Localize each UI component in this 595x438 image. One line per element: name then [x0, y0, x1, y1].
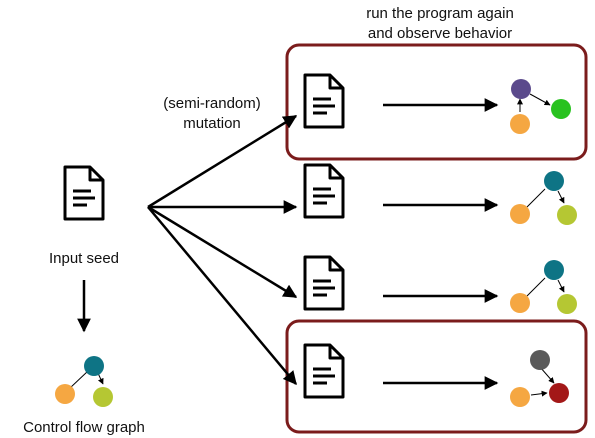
graph-node: [93, 387, 113, 407]
graph-node: [84, 356, 104, 376]
graph-node: [511, 79, 531, 99]
control-flow-graph-label: Control flow graph: [23, 419, 145, 436]
mutation-label-line2: mutation: [183, 115, 241, 132]
input-seed-label: Input seed: [49, 250, 119, 267]
mutation-label-line1: (semi-random): [163, 95, 261, 112]
graph-node: [510, 204, 530, 224]
graph-node: [55, 384, 75, 404]
graph-node: [549, 383, 569, 403]
control-flow-graph-icon: [55, 356, 113, 407]
graph-node: [544, 171, 564, 191]
graph-node: [557, 294, 577, 314]
control-flow-graph-icon: [510, 79, 571, 134]
graph-node: [557, 205, 577, 225]
graph-node: [551, 99, 571, 119]
document-icon: [303, 73, 345, 129]
document-icon: [303, 343, 345, 399]
graph-node: [510, 293, 530, 313]
highlight-box-top: [285, 43, 588, 161]
control-flow-graph-icon: [510, 350, 569, 407]
graph-node: [544, 260, 564, 280]
mutation-arrow-4: [147, 206, 297, 386]
run-again-label-line2: and observe behavior: [368, 25, 512, 42]
run-again-label-line1: run the program again: [366, 5, 514, 22]
mutation-arrow-3: [147, 205, 298, 299]
mutation-arrow-1: [147, 114, 298, 209]
control-flow-graph-icon: [510, 260, 577, 314]
control-flow-graph-icon: [510, 171, 577, 225]
graph-node: [530, 350, 550, 370]
graph-node: [510, 114, 530, 134]
graph-node: [510, 387, 530, 407]
document-icon: [303, 255, 345, 311]
document-icon: [63, 165, 105, 221]
document-icon: [303, 163, 345, 219]
